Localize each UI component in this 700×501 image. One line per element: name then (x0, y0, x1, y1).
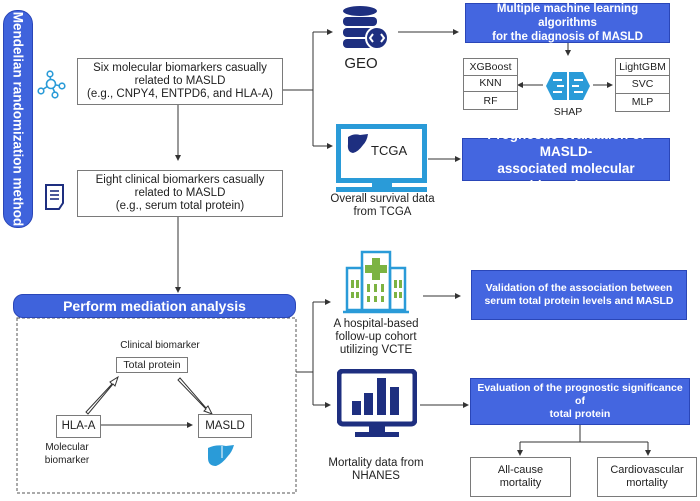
database-icon (343, 6, 389, 50)
exposure-label: HLA-A (61, 420, 96, 432)
hollow-arrow-exposure-mediator (85, 375, 119, 415)
significance-line-1: Evaluation of the prognostic significanc… (477, 382, 683, 407)
hospital-caption-line-2: follow-up cohort (335, 331, 417, 343)
shap-label: SHAP (553, 106, 583, 118)
geo-label: GEO (344, 55, 378, 72)
molecular-biomarker-label: Molecular biomarker (44, 442, 90, 466)
significance-line-2: total protein (549, 408, 611, 420)
cardio-line-1: Cardiovascular (610, 464, 684, 476)
ml-algorithms-box: Multiple machine learning algorithms for… (465, 3, 670, 43)
prognostic-line-1: Prognostic evaluation of MASLD- (487, 126, 645, 159)
method-sidebar: Mendelian randomization method (3, 10, 33, 228)
model-knn: KNN (464, 76, 517, 93)
tcga-caption: Overall survival data from TCGA (330, 193, 435, 219)
nhanes-caption-line-1: Mortality data from (328, 457, 424, 469)
molecular-line-2: related to MASLD (134, 75, 226, 87)
hollow-arrow-mediator-outcome (177, 377, 214, 415)
molecular-line-3: (e.g., CNPY4, ENTPD6, and HLA-A) (87, 88, 273, 100)
prognostic-evaluation-box: Prognostic evaluation of MASLD- associat… (462, 127, 670, 193)
document-icon (45, 184, 64, 210)
outcome-label: MASLD (205, 419, 245, 432)
ml-models-left: XGBoost KNN RF (463, 58, 518, 110)
clinical-line-3: (e.g., serum total protein) (115, 200, 245, 212)
molecular-line-1: Six molecular biomarkers casually (93, 62, 267, 74)
brain-icon (546, 72, 590, 100)
tcga-icon-text: TCGA (371, 143, 408, 158)
clinical-line-2: related to MASLD (134, 187, 226, 199)
model-rf: RF (483, 94, 498, 107)
nhanes-caption: Mortality data from NHANES (326, 457, 426, 483)
mediator-label: Total protein (123, 358, 181, 371)
mediation-header: Perform mediation analysis (13, 294, 296, 318)
liver-icon (208, 445, 234, 466)
clinical-biomarkers-box: Eight clinical biomarkers casually relat… (77, 170, 283, 217)
tcga-caption-line-1: Overall survival data (330, 193, 435, 205)
validation-line-1: Validation of the association between (485, 282, 673, 294)
mediation-title: Perform mediation analysis (63, 298, 246, 314)
all-cause-line-1: All-cause (497, 464, 544, 476)
mediation-frame (16, 317, 297, 494)
molecule-icon (37, 70, 66, 99)
hospital-caption: A hospital-based follow-up cohort utiliz… (326, 318, 426, 357)
clinical-line-1: Eight clinical biomarkers casually (95, 174, 265, 186)
validation-line-2: serum total protein levels and MASLD (484, 295, 674, 307)
nhanes-caption-line-2: NHANES (352, 470, 400, 482)
ml-line-2: for the diagnosis of MASLD (492, 31, 643, 43)
ml-line-1: Multiple machine learning algorithms (496, 3, 639, 29)
significance-box: Evaluation of the prognostic significanc… (470, 378, 690, 425)
monitor-base (336, 187, 427, 192)
outcome-box: MASLD (198, 414, 252, 438)
all-cause-line-2: mortality (499, 477, 542, 489)
molecular-biomarkers-box: Six molecular biomarkers casually relate… (77, 58, 283, 105)
nhanes-chart-monitor-icon (337, 369, 417, 437)
ml-models-right: LightGBM SVC MLP (615, 58, 670, 112)
clinical-biomarker-label: Clinical biomarker (120, 340, 200, 351)
model-mlp: MLP (631, 96, 654, 109)
tcga-monitor-icon: TCGA (336, 124, 427, 183)
hospital-caption-line-3: utilizing VCTE (339, 344, 413, 356)
mediator-box: Total protein (116, 357, 188, 373)
model-lightgbm: LightGBM (616, 59, 669, 77)
method-sidebar-label: Mendelian randomization method (10, 11, 26, 227)
hospital-icon (343, 250, 409, 314)
cardiovascular-mortality-box: Cardiovascular mortality (597, 457, 697, 497)
all-cause-mortality-box: All-cause mortality (470, 457, 571, 497)
hospital-caption-line-1: A hospital-based (333, 318, 419, 330)
tcga-caption-line-2: from TCGA (353, 206, 412, 218)
cardio-line-2: mortality (626, 477, 668, 489)
prognostic-line-2: associated molecular biomarkers (497, 160, 635, 193)
monitor-stand (372, 183, 392, 188)
model-xgboost: XGBoost (464, 59, 517, 76)
validation-box: Validation of the association between se… (471, 270, 687, 320)
tcga-liver-icon (347, 134, 368, 153)
exposure-box: HLA-A (56, 415, 101, 438)
model-svc: SVC (616, 76, 669, 94)
